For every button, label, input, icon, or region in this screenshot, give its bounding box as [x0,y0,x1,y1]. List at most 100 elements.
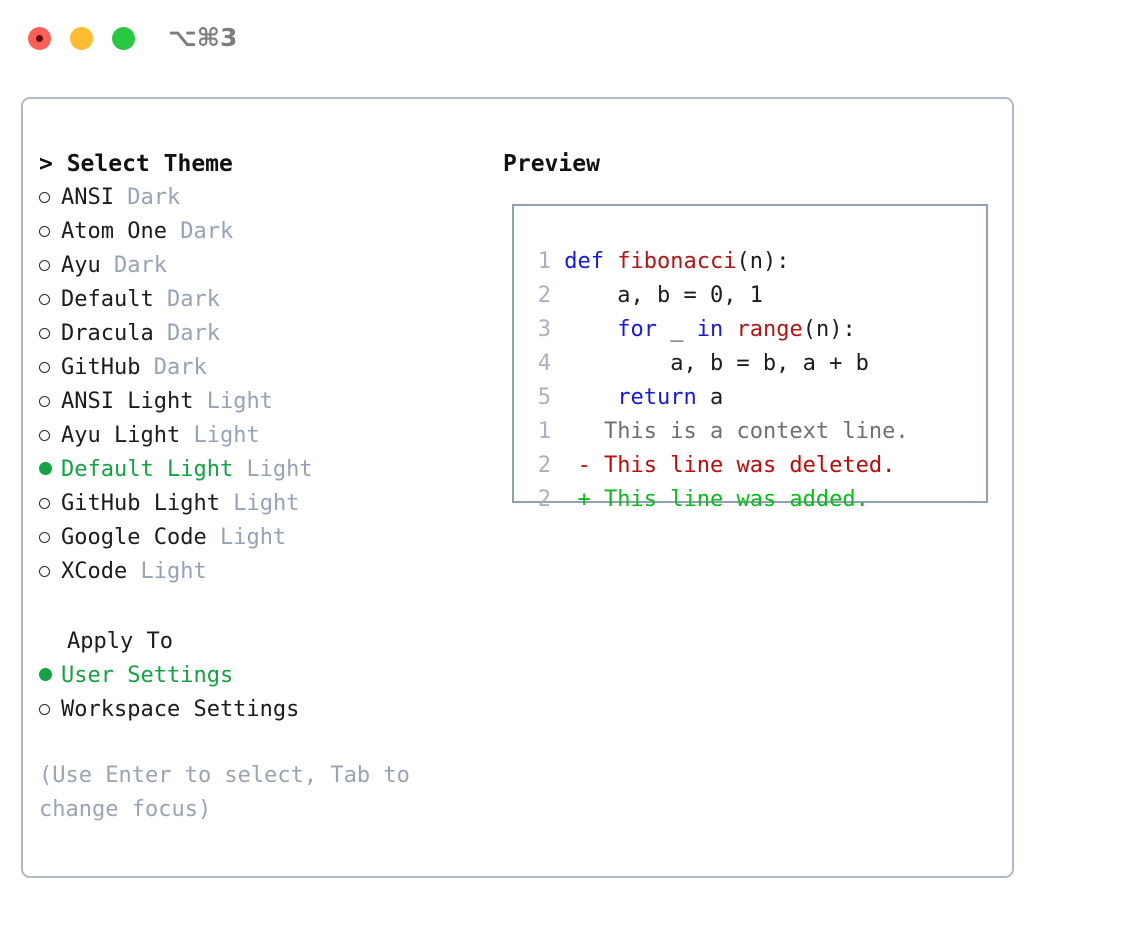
section-spacer [39,589,491,625]
code-line: 5 return a [529,381,869,415]
radio-unselected-icon[interactable] [39,351,61,385]
theme-list-item[interactable]: GitHub Light Light [39,487,491,521]
radio-unselected-icon[interactable] [39,419,61,453]
radio-unselected-icon[interactable] [39,385,61,419]
hint-line-2: change focus) [39,797,212,822]
theme-list-item[interactable]: Dracula Dark [39,317,491,351]
close-button[interactable] [28,27,51,50]
code-token: (n): [802,317,856,342]
theme-name: Ayu Light [61,423,181,448]
theme-list-item[interactable]: Google Code Light [39,521,491,555]
radio-unselected-icon[interactable] [39,283,61,317]
line-number: 1 [537,249,551,274]
line-number: 4 [537,351,551,376]
theme-list-item[interactable]: ANSI Light Light [39,385,491,419]
theme-list-item[interactable]: Default Dark [39,283,491,317]
diff-line: 2 + This line was added. [529,483,909,517]
apply-to-heading: Apply To [67,629,173,654]
code-token: range [736,317,803,342]
theme-name: Ayu [61,253,101,278]
code-line: 4 a, b = b, a + b [529,347,869,381]
radio-selected-icon[interactable] [39,659,61,693]
theme-variant-badge: Dark [153,355,207,380]
apply-to-option[interactable]: Workspace Settings [39,693,491,727]
code-token: for [564,317,671,342]
apply-to-label: User Settings [61,663,234,688]
theme-variant-badge: Light [246,457,313,482]
hint-line-1: (Use Enter to select, Tab to [39,763,410,788]
code-line: 3 for _ in range(n): [529,313,869,347]
theme-variant-badge: Dark [180,219,234,244]
theme-list-item[interactable]: ANSI Dark [39,181,491,215]
line-number: 1 [537,419,551,444]
theme-list-item[interactable]: XCode Light [39,555,491,589]
window-controls [28,27,135,50]
theme-variant-badge: Light [219,525,287,550]
theme-list-item[interactable]: GitHub Dark [39,351,491,385]
diff-marker [578,419,591,444]
minimize-button[interactable] [70,27,93,50]
radio-unselected-icon[interactable] [39,215,61,249]
code-token: (n): [736,249,790,274]
diff-marker: + [577,487,591,512]
theme-variant-badge: Dark [114,253,167,278]
line-number: 2 [537,453,551,478]
code-token: fibonacci [617,249,737,274]
code-token: a, b = 0, 1 [564,283,763,308]
diff-text: This line was added. [604,487,869,512]
apply-to-label: Workspace Settings [61,697,300,722]
code-token: return [564,385,710,410]
theme-list-item[interactable]: Ayu Dark [39,249,491,283]
radio-unselected-icon[interactable] [39,521,61,555]
theme-name: Atom One [61,219,167,244]
diff-sample: 1 This is a context line.2 - This line w… [529,415,909,517]
radio-unselected-icon[interactable] [39,249,61,283]
code-line: 1 def fibonacci(n): [529,245,869,279]
code-token: in [696,317,737,342]
preview-column: Preview 1 def fibonacci(n):2 a, b = 0, 1… [503,147,993,512]
radio-unselected-icon[interactable] [39,555,61,589]
radio-selected-icon[interactable] [39,453,61,487]
theme-variant-badge: Light [233,491,300,516]
theme-variant-badge: Dark [166,321,220,346]
diff-marker: - [577,453,591,478]
theme-name: Default Light [61,457,234,482]
theme-variant-badge: Light [140,559,207,584]
apply-to-option[interactable]: User Settings [39,659,491,693]
preview-box: 1 def fibonacci(n): 2 a, b = 0, 1 3 for _ … [512,204,988,512]
code-token: _ [670,317,697,342]
page-title: > Select Theme [39,151,233,177]
keyboard-shortcut-label: ⌥⌘3 [168,23,238,52]
line-number: 3 [537,317,551,342]
code-token: a [709,385,724,410]
radio-unselected-icon[interactable] [39,487,61,521]
theme-list-item[interactable]: Default Light Light [39,453,491,487]
theme-name: ANSI Light [61,389,194,414]
theme-name: GitHub [61,355,141,380]
theme-name: Dracula [61,321,154,346]
theme-name: XCode [61,559,128,584]
radio-unselected-icon[interactable] [39,181,61,215]
theme-variant-badge: Light [193,423,260,448]
theme-name: ANSI [61,185,114,210]
diff-line: 1 This is a context line. [529,415,909,449]
theme-list-item[interactable]: Atom One Dark [39,215,491,249]
theme-variant-badge: Dark [166,287,220,312]
line-number: 2 [537,487,551,512]
diff-line: 2 - This line was deleted. [529,449,909,483]
theme-name: Google Code [61,525,207,550]
hint-spacer [39,727,491,759]
radio-unselected-icon[interactable] [39,693,61,727]
theme-variant-badge: Dark [127,185,181,210]
title-bar: ⌥⌘3 [0,0,1140,78]
radio-unselected-icon[interactable] [39,317,61,351]
maximize-button[interactable] [112,27,135,50]
line-number: 5 [537,385,551,410]
theme-list-item[interactable]: Ayu Light Light [39,419,491,453]
